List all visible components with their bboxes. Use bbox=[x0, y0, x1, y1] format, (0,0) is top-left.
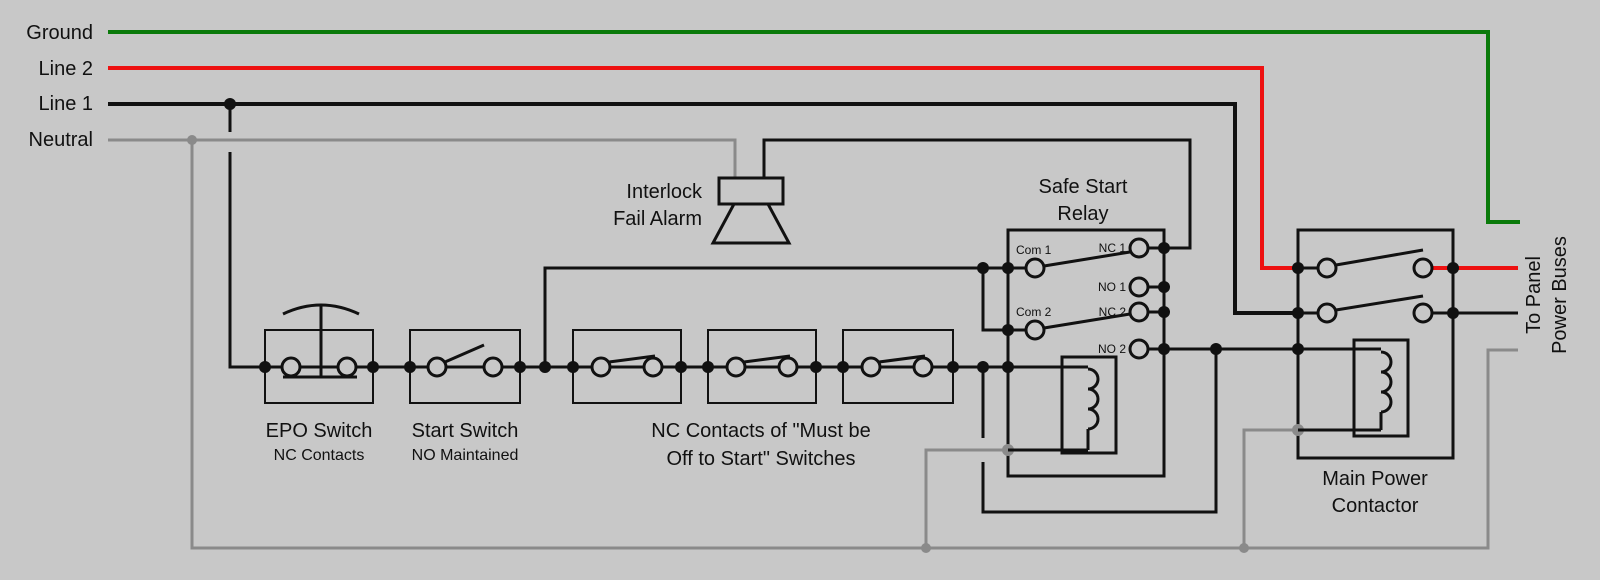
safe-start-relay bbox=[1002, 228, 1170, 478]
alarm-label-1: Interlock bbox=[626, 181, 703, 203]
epo-switch-title: EPO Switch bbox=[266, 420, 373, 442]
relay-nc2-label: NC 2 bbox=[1099, 305, 1127, 319]
neutral-wire bbox=[108, 138, 737, 178]
output-label-2: Power Buses bbox=[1549, 236, 1571, 354]
relay-coil-neutral-wire bbox=[924, 448, 1008, 548]
neutral-return-wire bbox=[190, 140, 1518, 550]
nc-contact-switch bbox=[702, 329, 822, 404]
alarm-label-2: Fail Alarm bbox=[613, 208, 702, 230]
line1-label: Line 1 bbox=[39, 93, 94, 115]
nc-contact-switch bbox=[567, 329, 687, 404]
control-feed-wire bbox=[228, 152, 265, 369]
epo-switch bbox=[259, 303, 379, 404]
wire-junction bbox=[1210, 343, 1222, 355]
relay-nc1-label: NC 1 bbox=[1099, 241, 1127, 255]
neutral-label: Neutral bbox=[29, 129, 93, 151]
wire-junction bbox=[977, 361, 989, 373]
speaker-icon bbox=[710, 176, 792, 245]
contactor-label-2: Contactor bbox=[1332, 495, 1419, 517]
line1-wire bbox=[108, 102, 1298, 315]
relay-no2-label: NO 2 bbox=[1098, 342, 1126, 356]
wire-junction bbox=[539, 361, 551, 373]
contactor-coil-neutral-wire bbox=[1242, 428, 1298, 548]
main-power-contactor bbox=[1292, 228, 1459, 460]
epo-switch-subtitle: NC Contacts bbox=[274, 447, 365, 464]
relay-com2-label: Com 2 bbox=[1016, 305, 1052, 319]
nc-contacts-label-1: NC Contacts of "Must be bbox=[651, 420, 870, 442]
relay-title-1: Safe Start bbox=[1039, 176, 1128, 198]
line1-junction bbox=[224, 98, 236, 110]
ground-wire bbox=[108, 30, 1520, 224]
start-switch bbox=[404, 329, 526, 404]
seal-in-wire bbox=[981, 349, 1218, 514]
start-switch-title: Start Switch bbox=[412, 420, 519, 442]
output-label-1: To Panel bbox=[1523, 256, 1545, 334]
neutral-junction bbox=[1239, 543, 1249, 553]
neutral-junction bbox=[187, 135, 197, 145]
nc-contacts-label-2: Off to Start" Switches bbox=[666, 448, 855, 470]
relay-no1-label: NO 1 bbox=[1098, 280, 1126, 294]
relay-com1-label: Com 1 bbox=[1016, 243, 1052, 257]
nc-contact-switch bbox=[837, 329, 959, 404]
line2-label: Line 2 bbox=[39, 58, 94, 80]
start-switch-subtitle: NO Maintained bbox=[412, 447, 519, 464]
com1-feed-wire bbox=[543, 266, 1040, 367]
wire-junction bbox=[977, 262, 989, 274]
ground-label: Ground bbox=[26, 22, 93, 44]
line2-wire bbox=[108, 66, 1298, 270]
neutral-junction bbox=[921, 543, 931, 553]
relay-title-2: Relay bbox=[1057, 203, 1108, 225]
alarm-return-wire bbox=[762, 138, 1192, 250]
contactor-label-1: Main Power bbox=[1322, 468, 1428, 490]
